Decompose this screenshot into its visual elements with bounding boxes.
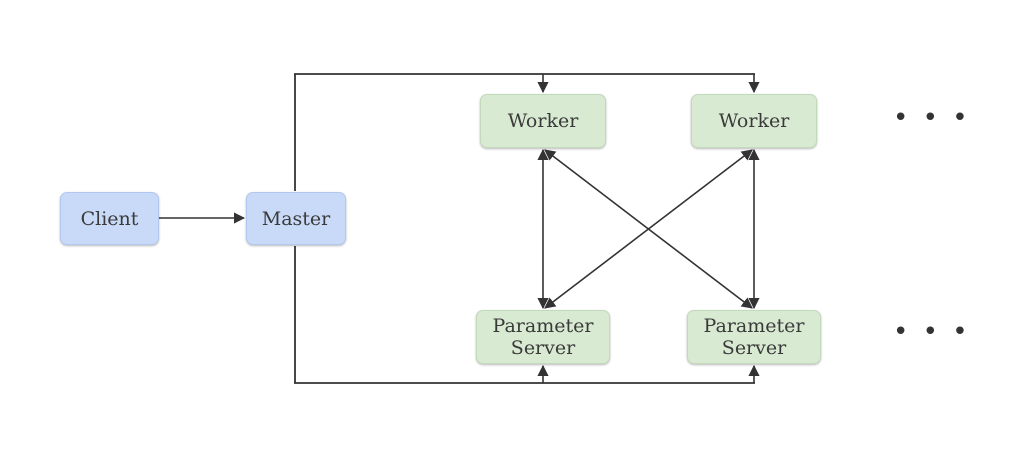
worker-node-2: Worker	[691, 94, 817, 148]
parameter-server-node-2: Parameter Server	[687, 310, 821, 364]
client-label: Client	[80, 207, 139, 230]
client-node: Client	[60, 192, 159, 245]
worker-node-1: Worker	[480, 94, 606, 148]
more-parameter-servers-ellipsis: • • •	[893, 317, 971, 347]
worker-1-label: Worker	[507, 110, 579, 132]
master-label: Master	[261, 207, 331, 230]
master-node: Master	[246, 192, 346, 245]
worker-2-label: Worker	[718, 110, 790, 132]
parameter-server-2-label: Parameter Server	[703, 315, 805, 359]
edge-worker2-ps1	[544, 149, 753, 309]
parameter-server-node-1: Parameter Server	[476, 310, 610, 364]
more-workers-ellipsis: • • •	[893, 103, 971, 133]
parameter-server-1-label: Parameter Server	[492, 315, 594, 359]
